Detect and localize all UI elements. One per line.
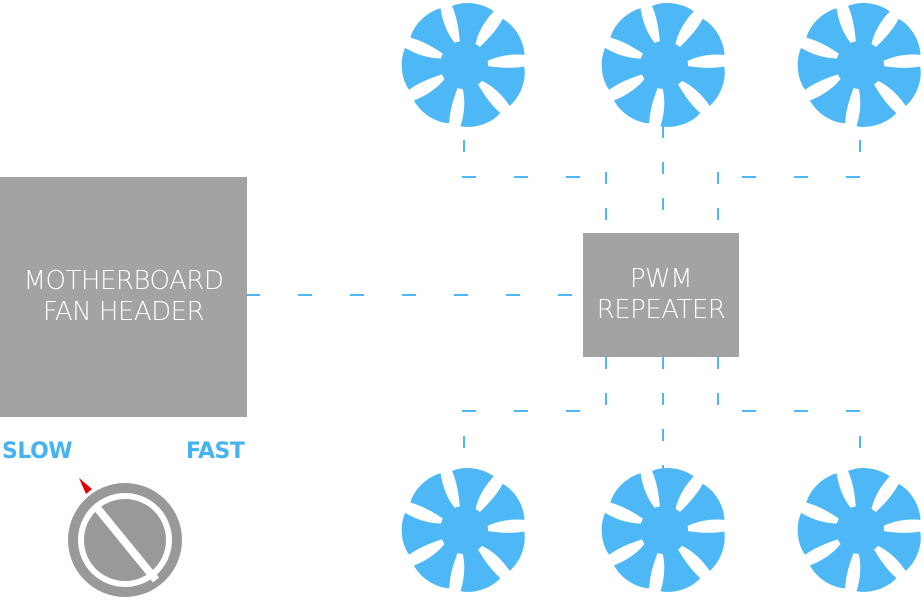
speed-knob[interactable] [68, 478, 182, 597]
fan-bottom-left-icon [401, 468, 525, 592]
repeater-label-line1: PWM [629, 263, 693, 294]
fan-bottom-right-icon [797, 468, 921, 592]
knob-indicator-icon [79, 478, 92, 494]
motherboard-label-line1: MOTHERBOARD [23, 265, 224, 296]
fast-label: FAST [186, 439, 245, 464]
pwm-repeater-box: PWM REPEATER [583, 233, 739, 357]
slow-label: SLOW [2, 439, 73, 464]
fan-bottom-center-icon [601, 468, 725, 592]
motherboard-fan-header-box: MOTHERBOARD FAN HEADER [0, 177, 247, 417]
repeater-label-line2: REPEATER [596, 295, 726, 325]
fan-top-left-icon [401, 3, 525, 127]
fan-top-center-icon [601, 3, 725, 127]
motherboard-label-line2: FAN HEADER [42, 297, 205, 327]
fan-top-right-icon [797, 3, 921, 127]
